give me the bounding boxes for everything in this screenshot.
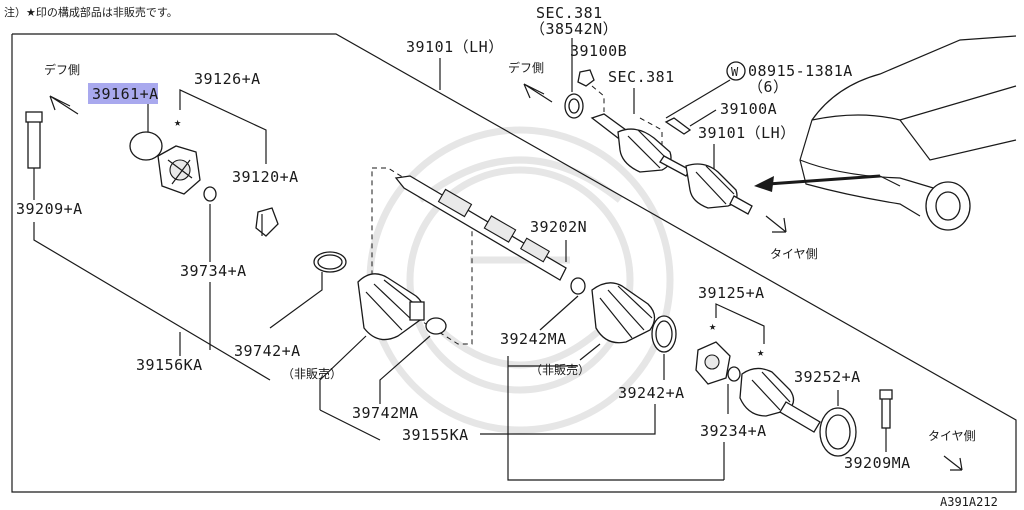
label-08915-qty: （6） (748, 78, 789, 96)
label-39101-lh-right: 39101（LH） (698, 124, 796, 142)
direction-arrow-top-icon (523, 83, 553, 103)
label-39100a: 39100A (720, 100, 777, 118)
label-39209ma: 39209MA (844, 454, 911, 472)
not-sold-mid: （非販売） (530, 362, 590, 377)
grease-seal-icon (819, 407, 857, 457)
joint-part-icon (695, 341, 731, 385)
cap-part-icon (129, 131, 163, 161)
label-39734a: 39734+A (180, 262, 247, 280)
direction-arrow-tire-icon (765, 215, 787, 233)
label-sec381-a-sub: （38542N） (530, 20, 618, 38)
label-39100b: 39100B (570, 42, 627, 60)
label-sec381-b: SEC.381 (608, 68, 675, 86)
assembled-shaft-icon (590, 113, 753, 215)
label-39155ka: 39155KA (402, 426, 469, 444)
tire-side-label-bottom: タイヤ側 (928, 429, 976, 443)
label-39242a: 39242+A (618, 384, 685, 402)
snap-ring-icon (203, 186, 217, 202)
label-39742a: 39742+A (234, 342, 301, 360)
label-39252a: 39252+A (794, 368, 861, 386)
diff-side-label-left: デフ側 (44, 62, 80, 77)
car-illustration-icon (799, 35, 1017, 231)
star-mark-mid-a: ★ (709, 319, 716, 333)
star-mark-mid-b: ★ (757, 345, 764, 359)
snap-ring-mid-icon (570, 277, 586, 295)
oil-seal-icon (564, 93, 584, 119)
bolt-part-icon (664, 117, 692, 135)
label-39209a: 39209+A (16, 200, 83, 218)
diagram-code: A391A212 (940, 495, 998, 509)
damper-right-icon (879, 389, 893, 429)
label-39161a[interactable]: 39161+A (92, 85, 159, 103)
boot-left-icon (357, 273, 425, 341)
drive-shaft-icon (394, 175, 567, 281)
housing-part-icon (157, 145, 201, 195)
label-39120a: 39120+A (232, 168, 299, 186)
direction-arrow-icon (49, 95, 79, 115)
location-arrow-icon (754, 174, 881, 192)
clip-part-icon (255, 207, 279, 237)
damper-part-icon (25, 111, 43, 169)
label-39125a: 39125+A (698, 284, 765, 302)
label-39156ka: 39156KA (136, 356, 203, 374)
boot-mid-icon (591, 282, 656, 344)
w-mark-icon: W (726, 61, 746, 81)
nut-part-icon (577, 69, 595, 87)
label-39126a: 39126+A (194, 70, 261, 88)
boot-band-mid-icon (651, 315, 677, 353)
label-39742ma: 39742MA (352, 404, 419, 422)
label-sec381-a: SEC.381 (536, 4, 603, 22)
outer-joint-icon (739, 367, 821, 433)
small-band-icon (425, 317, 447, 335)
direction-arrow-bottom-icon (943, 455, 963, 471)
label-39101-lh-top: 39101（LH） (406, 38, 504, 56)
not-sold-left: （非販売） (282, 366, 342, 381)
w-mark-text: W (731, 65, 739, 79)
snap-ring-right-icon (727, 366, 741, 382)
boot-band-icon (313, 251, 347, 273)
star-mark-left: ★ (174, 115, 181, 129)
label-08915: 08915-1381A (748, 62, 853, 80)
label-39202n: 39202N (530, 218, 587, 236)
tire-side-label-top: タイヤ側 (770, 247, 818, 261)
note-text: 注）★印の構成部品は非販売です。 (4, 5, 178, 19)
highlight-39161a (88, 83, 158, 104)
label-39242ma: 39242MA (500, 330, 567, 348)
diff-side-label-right: デフ側 (508, 60, 544, 75)
frame-border (11, 33, 1017, 493)
label-39234a: 39234+A (700, 422, 767, 440)
